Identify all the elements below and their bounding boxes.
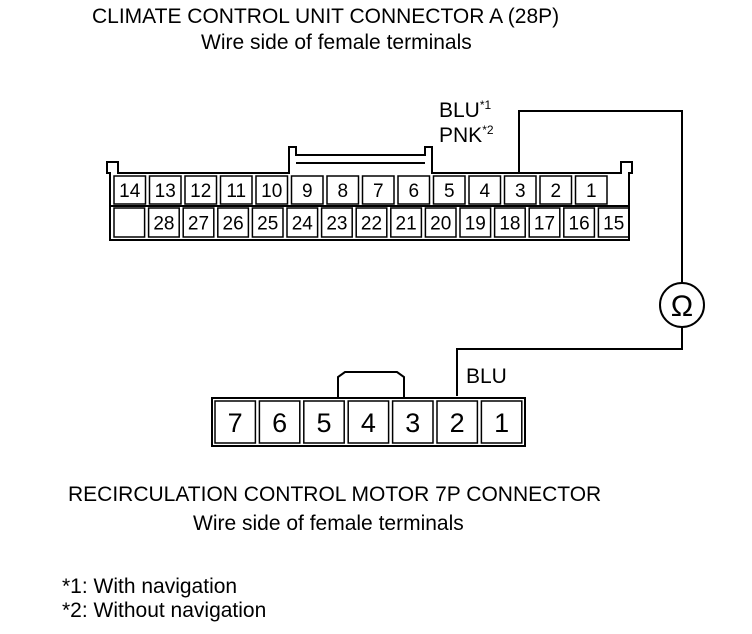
connector-a-bottom-cell-blank (113, 207, 146, 238)
connector-a-top-cell-3 (503, 175, 537, 205)
connector-a-bottom-pin-19: 19 (465, 214, 486, 235)
wire-label-pnk-no-nav: PNK*2 (439, 123, 494, 147)
connector-a-bottom-cell-25 (251, 207, 284, 238)
wire-label-blu-nav: BLU*1 (439, 98, 492, 122)
motor-pin-2: 2 (450, 408, 465, 438)
connector-a-top-cell-9 (290, 175, 324, 205)
connector-a-top-pin-4: 4 (479, 181, 490, 202)
motor-connector-outline (211, 397, 526, 447)
connector-a-bottom-cell-26 (217, 207, 250, 238)
motor-pin-7: 7 (228, 408, 243, 438)
connector-a-top-pin-6: 6 (408, 181, 419, 202)
connector-a-top-cell-10 (255, 175, 289, 205)
connector-a-bottom-cell-27 (182, 207, 215, 238)
connector-a-bottom-row: 28 27 26 25 24 23 22 21 20 19 18 17 16 15 (113, 207, 630, 238)
connector-a-outline (106, 146, 633, 241)
connector-a-bottom-pin-18: 18 (499, 214, 520, 235)
connector-a-bottom-pin-25: 25 (257, 214, 278, 235)
connector-a-top-pin-3: 3 (515, 181, 526, 202)
footnote-1: *1: With navigation (62, 575, 238, 598)
connector-a-bottom-cell-28 (147, 207, 180, 238)
motor-pin-4: 4 (361, 408, 376, 438)
motor-cell-5 (303, 400, 345, 444)
connector-a-bottom-pin-16: 16 (569, 214, 590, 235)
motor-cell-6 (258, 400, 301, 444)
motor-pin-5: 5 (316, 408, 331, 438)
connector-a-top-pin-14: 14 (119, 181, 141, 202)
connector-a (106, 146, 633, 241)
motor-connector-title: RECIRCULATION CONTROL MOTOR 7P CONNECTOR (68, 483, 602, 506)
connector-a-bottom-cell-15 (597, 207, 630, 238)
connector-a-top-cell-4 (468, 175, 502, 205)
connector-a-bottom-cell-21 (390, 207, 423, 238)
connector-a-top-pin-1: 1 (586, 181, 597, 202)
connector-a-top-cell-1 (574, 175, 608, 205)
motor-connector (211, 371, 526, 447)
connector-a-bottom-cell-18 (493, 207, 526, 238)
ohm-icon: Ω (671, 290, 693, 323)
motor-pin-3: 3 (405, 408, 420, 438)
connector-a-title: CLIMATE CONTROL UNIT CONNECTOR A (28P) (92, 5, 560, 28)
motor-cell-7 (214, 400, 257, 444)
connector-a-bottom-cell-23 (320, 207, 353, 238)
motor-connector-subtitle: Wire side of female terminals (193, 512, 464, 535)
motor-cell-3 (391, 400, 434, 444)
connector-a-top-cell-8 (326, 175, 360, 205)
connector-a-bottom-pin-28: 28 (153, 214, 174, 235)
connector-a-bottom-cell-19 (459, 207, 492, 238)
connector-a-top-pin-8: 8 (337, 181, 348, 202)
connector-a-top-row: 14 13 12 11 10 9 8 7 6 5 4 3 2 1 (113, 175, 608, 205)
connector-a-bottom-cell-20 (424, 207, 457, 238)
connector-a-top-pin-11: 11 (226, 181, 246, 202)
connector-a-top-pin-10: 10 (261, 181, 282, 202)
wire-from-a-pin-3 (518, 110, 683, 283)
motor-wire-label: BLU (466, 365, 507, 388)
connector-a-top-pin-13: 13 (155, 181, 176, 202)
connector-a-top-cell-12 (184, 175, 218, 205)
ohmmeter (659, 282, 705, 328)
motor-cell-4 (347, 400, 390, 444)
meter-wiring (456, 110, 705, 396)
connector-a-bottom-cell-22 (355, 207, 388, 238)
connector-a-top-cell-13 (148, 175, 182, 205)
connector-a-top-cell-14 (113, 175, 147, 205)
connector-a-bottom-pin-20: 20 (430, 214, 451, 235)
motor-cell-1 (480, 400, 523, 444)
connector-a-bottom-pin-17: 17 (534, 214, 555, 235)
connector-a-bottom-pin-21: 21 (396, 214, 417, 235)
connector-a-bottom-pin-22: 22 (361, 214, 382, 235)
connector-a-top-cell-6 (397, 175, 431, 205)
connector-a-top-cell-7 (361, 175, 395, 205)
connector-a-subtitle: Wire side of female terminals (201, 31, 472, 54)
connector-a-bottom-pin-27: 27 (188, 214, 209, 235)
connector-a-bottom-cell-17 (528, 207, 561, 238)
connector-a-top-pin-9: 9 (302, 181, 313, 202)
connector-a-bottom-pin-24: 24 (292, 214, 314, 235)
motor-pin-6: 6 (272, 408, 287, 438)
connector-a-top-cell-5 (432, 175, 466, 205)
connector-a-top-pin-5: 5 (444, 181, 455, 202)
connector-a-top-pin-7: 7 (373, 181, 384, 202)
motor-connector-latch (337, 371, 405, 398)
connector-a-bottom-pin-15: 15 (603, 214, 624, 235)
connector-a-bottom-pin-26: 26 (223, 214, 244, 235)
connector-a-top-cell-11 (219, 175, 253, 205)
footnote-2: *2: Without navigation (62, 599, 267, 622)
connector-a-top-cell-2 (539, 175, 573, 205)
connector-a-top-pin-2: 2 (550, 181, 561, 202)
wire-to-motor-pin-2 (456, 327, 683, 396)
connector-a-top-pin-12: 12 (190, 181, 211, 202)
connector-a-bottom-pin-23: 23 (326, 214, 347, 235)
connector-a-bottom-cell-24 (286, 207, 319, 238)
connector-a-bottom-cell-16 (563, 207, 596, 238)
motor-pin-1: 1 (494, 408, 509, 438)
motor-cell-2 (436, 400, 479, 444)
